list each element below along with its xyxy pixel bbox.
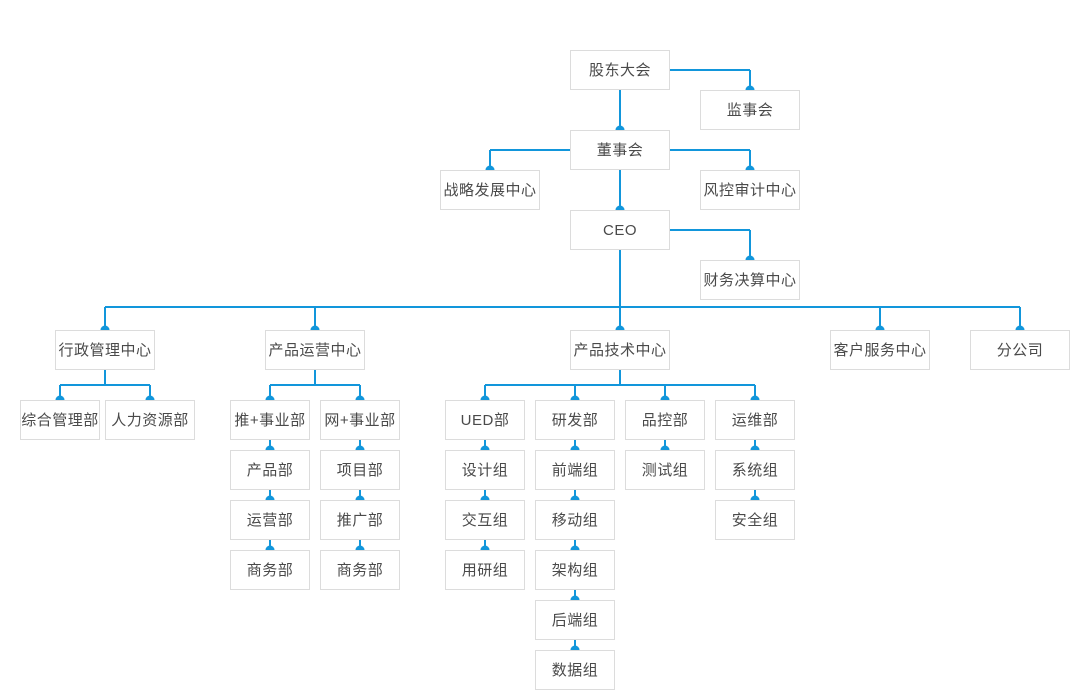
org-node-label: 设计组 xyxy=(461,461,509,479)
org-node-hr[interactable]: 人力资源部 xyxy=(105,400,195,440)
org-node-shareholders[interactable]: 股东大会 xyxy=(570,50,670,90)
org-node-label: 研发部 xyxy=(551,411,599,429)
org-node-label: 行政管理中心 xyxy=(58,341,152,359)
org-node-ceo[interactable]: CEO xyxy=(570,210,670,250)
org-node-system[interactable]: 系统组 xyxy=(715,450,795,490)
org-node-label: 推+事业部 xyxy=(234,411,306,429)
org-node-ops[interactable]: 运维部 xyxy=(715,400,795,440)
org-node-wang[interactable]: 网+事业部 xyxy=(320,400,400,440)
org-node-supervisory[interactable]: 监事会 xyxy=(700,90,800,130)
org-node-label: 分公司 xyxy=(996,341,1044,359)
org-node-finance[interactable]: 财务决算中心 xyxy=(700,260,800,300)
org-node-promote[interactable]: 推广部 xyxy=(320,500,400,540)
org-node-design[interactable]: 设计组 xyxy=(445,450,525,490)
org-node-backend[interactable]: 后端组 xyxy=(535,600,615,640)
org-node-label: 架构组 xyxy=(551,561,599,579)
org-node-label: 商务部 xyxy=(246,561,294,579)
org-node-riskaudit[interactable]: 风控审计中心 xyxy=(700,170,800,210)
org-node-label: 监事会 xyxy=(726,101,774,119)
org-node-label: 运营部 xyxy=(246,511,294,529)
org-node-label: 产品运营中心 xyxy=(268,341,362,359)
org-node-product[interactable]: 产品部 xyxy=(230,450,310,490)
org-node-label: 董事会 xyxy=(596,141,644,159)
org-node-label: 用研组 xyxy=(461,561,509,579)
org-node-tui[interactable]: 推+事业部 xyxy=(230,400,310,440)
org-node-label: 移动组 xyxy=(551,511,599,529)
org-node-label: 数据组 xyxy=(551,661,599,679)
org-node-board[interactable]: 董事会 xyxy=(570,130,670,170)
org-node-test[interactable]: 测试组 xyxy=(625,450,705,490)
org-node-frontend[interactable]: 前端组 xyxy=(535,450,615,490)
org-node-label: 系统组 xyxy=(731,461,779,479)
org-node-label: 测试组 xyxy=(641,461,689,479)
org-node-label: 交互组 xyxy=(461,511,509,529)
org-node-prodops[interactable]: 产品运营中心 xyxy=(265,330,365,370)
org-node-branch[interactable]: 分公司 xyxy=(970,330,1070,370)
org-node-label: 品控部 xyxy=(641,411,689,429)
org-node-label: 股东大会 xyxy=(588,61,651,79)
org-node-ued[interactable]: UED部 xyxy=(445,400,525,440)
org-node-research[interactable]: 用研组 xyxy=(445,550,525,590)
org-node-mobile[interactable]: 移动组 xyxy=(535,500,615,540)
org-node-label: 推广部 xyxy=(336,511,384,529)
org-node-data[interactable]: 数据组 xyxy=(535,650,615,690)
org-node-project[interactable]: 项目部 xyxy=(320,450,400,490)
org-node-label: 运维部 xyxy=(731,411,779,429)
org-node-label: 风控审计中心 xyxy=(703,181,797,199)
org-node-label: 网+事业部 xyxy=(324,411,396,429)
org-node-label: 综合管理部 xyxy=(21,411,99,429)
org-node-qa[interactable]: 品控部 xyxy=(625,400,705,440)
org-node-label: 产品部 xyxy=(246,461,294,479)
org-node-label: 战略发展中心 xyxy=(443,181,537,199)
org-node-label: 客户服务中心 xyxy=(833,341,927,359)
org-node-label: CEO xyxy=(602,221,637,239)
org-node-label: 产品技术中心 xyxy=(573,341,667,359)
org-node-admin[interactable]: 行政管理中心 xyxy=(55,330,155,370)
org-node-security[interactable]: 安全组 xyxy=(715,500,795,540)
org-node-interaction[interactable]: 交互组 xyxy=(445,500,525,540)
org-node-business1[interactable]: 商务部 xyxy=(230,550,310,590)
org-node-label: 项目部 xyxy=(336,461,384,479)
org-node-prodtech[interactable]: 产品技术中心 xyxy=(570,330,670,370)
org-node-label: 前端组 xyxy=(551,461,599,479)
org-node-rd[interactable]: 研发部 xyxy=(535,400,615,440)
org-node-label: 商务部 xyxy=(336,561,384,579)
org-node-customer[interactable]: 客户服务中心 xyxy=(830,330,930,370)
org-node-label: 后端组 xyxy=(551,611,599,629)
org-node-label: 财务决算中心 xyxy=(703,271,797,289)
org-node-architecture[interactable]: 架构组 xyxy=(535,550,615,590)
org-node-label: 人力资源部 xyxy=(111,411,189,429)
org-node-business2[interactable]: 商务部 xyxy=(320,550,400,590)
org-node-label: UED部 xyxy=(460,411,510,429)
org-node-label: 安全组 xyxy=(731,511,779,529)
org-node-general[interactable]: 综合管理部 xyxy=(20,400,100,440)
org-node-strategy[interactable]: 战略发展中心 xyxy=(440,170,540,210)
org-node-operation[interactable]: 运营部 xyxy=(230,500,310,540)
